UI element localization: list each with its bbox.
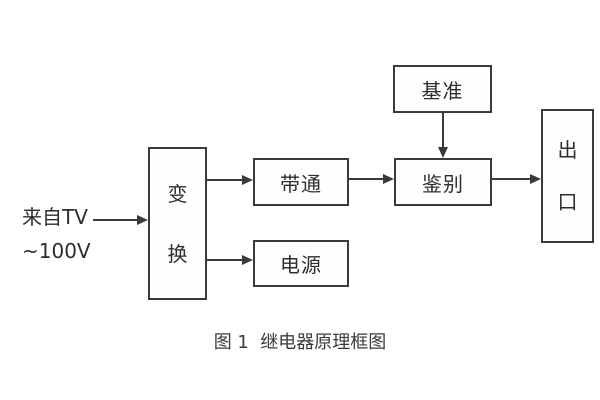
- block-output: 出 口: [541, 109, 594, 243]
- arrow-line: [93, 219, 139, 221]
- arrow-line: [492, 178, 532, 180]
- block-output-char-2: 口: [557, 190, 578, 214]
- block-discriminator-label: 鉴别: [422, 171, 464, 196]
- arrow-head-icon: [242, 175, 253, 185]
- block-transform-char-2: 换: [167, 241, 188, 266]
- arrow-head-icon: [530, 174, 541, 184]
- block-power: 电源: [253, 240, 349, 287]
- block-transform: 变 换: [148, 147, 207, 300]
- block-transform-char-1: 变: [167, 181, 188, 206]
- arrow-head-icon: [438, 147, 448, 158]
- block-bandpass: 带通: [253, 158, 349, 206]
- figure-caption: 图 1 继电器原理框图: [213, 332, 387, 353]
- arrow-transform-to-power: [207, 255, 253, 265]
- arrow-head-icon: [242, 255, 253, 265]
- block-bandpass-label: 带通: [280, 171, 322, 196]
- arrow-line: [207, 179, 244, 181]
- arrow-reference-to-discriminator: [438, 113, 448, 158]
- arrow-bandpass-to-discriminator: [349, 174, 394, 184]
- arrow-line: [349, 178, 385, 180]
- input-voltage-label: ~100V: [22, 239, 91, 263]
- arrow-discriminator-to-output: [492, 174, 541, 184]
- arrow-line: [442, 113, 444, 149]
- input-source-label: 来自TV: [22, 205, 88, 229]
- block-discriminator: 鉴别: [394, 158, 492, 206]
- arrow-line: [207, 259, 244, 261]
- block-reference: 基准: [393, 65, 492, 113]
- block-power-label: 电源: [280, 253, 322, 277]
- block-output-char-1: 出: [557, 138, 578, 162]
- arrow-head-icon: [383, 174, 394, 184]
- arrow-head-icon: [137, 215, 148, 225]
- arrow-transform-to-bandpass: [207, 175, 253, 185]
- arrow-input-to-transform: [93, 215, 148, 225]
- block-reference-label: 基准: [421, 78, 464, 103]
